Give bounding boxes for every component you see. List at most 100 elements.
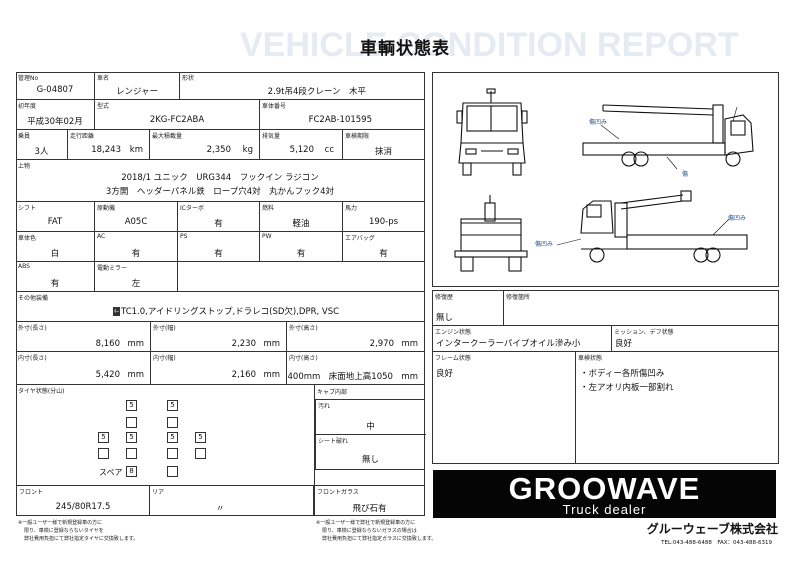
turbo-cell: ICターボ 有 xyxy=(178,202,260,232)
truck-side-view-left xyxy=(580,190,748,263)
pointer-scratch-1 xyxy=(666,156,678,170)
glass-note: ※一般ユーザー様で弊社で新規登録車の方に 限り、車検に登録ならないガラスの場合は… xyxy=(316,519,436,543)
cab-inner: 汚れ 中 シート破れ 無し xyxy=(315,399,426,470)
tire-note-line-3: 弊社費用負担にて弊社指定タイヤに交換致します。 xyxy=(24,536,139,542)
name-value: レンジャー xyxy=(115,87,159,97)
spec-blank-cell xyxy=(178,262,425,292)
ac-value: 有 xyxy=(131,249,141,259)
tire-cell: タイヤ状態(分山) xyxy=(16,385,314,486)
mgmt-label: 管理No xyxy=(18,75,39,82)
shift-value: FAT xyxy=(47,217,63,227)
glass-cell: フロントガラス 飛び石有 xyxy=(314,486,425,516)
inner-width-cell: 内寸(幅) 2,160 mm xyxy=(151,352,287,385)
color-label: 車体色 xyxy=(18,235,37,242)
engine-condition-cell: エンジン状態 インタークーラーパイプオイル滲み小 xyxy=(432,326,612,352)
abs-label: ABS xyxy=(18,263,30,270)
shift-label: シフト xyxy=(18,205,37,212)
shape-label: 形状 xyxy=(182,75,195,82)
outer-length-unit: mm xyxy=(127,339,144,349)
front-tire-size: 245/80R17.5 xyxy=(55,502,111,512)
tire-note: ※一般ユーザー様で新規登録車の方に 限り、車検に登録ならないタイヤを 弊社費用負… xyxy=(18,519,138,543)
tire-note-line-1: ※一般ユーザー様で新規登録車の方に xyxy=(18,520,103,526)
name-cell: 車名 レンジャー xyxy=(95,72,180,100)
mileage-label: 走行距離 xyxy=(70,133,95,140)
tire-diagram: 5 5 5 5 5 5 スペア 8 xyxy=(95,398,206,483)
truck-side-view-right xyxy=(582,104,754,167)
inner-width-value: 2,160 xyxy=(231,370,256,380)
body-condition-item-1: ・ボディー各所傷凹み xyxy=(580,369,665,379)
airbag-cell: エアバッグ 有 xyxy=(343,232,425,262)
inner-length-cell: 内寸(長さ) 5,420 mm xyxy=(16,352,151,385)
engine-condition-value: インタークーラーパイプオイル滲み小 xyxy=(436,339,581,349)
pw-label: PW xyxy=(262,233,272,240)
dent-label-1: 傷凹み xyxy=(589,119,608,126)
inspection-cell: 車検期限 抹消 xyxy=(343,130,425,160)
load-value: 2,350 xyxy=(206,145,231,155)
rear-tire-cell: リア 〃 xyxy=(150,486,314,516)
outer-height-cell: 外寸(高さ) 2,970 mm xyxy=(287,322,425,352)
color-value: 白 xyxy=(50,249,60,259)
chassis-label: 車体番号 xyxy=(262,103,287,110)
abs-value: 有 xyxy=(50,279,60,289)
body-condition-label: 車検状態 xyxy=(578,355,603,362)
displacement-value: 5,120 xyxy=(289,145,314,155)
reg-label: 初年度 xyxy=(18,103,37,110)
cab-label: キャブ内部 xyxy=(317,389,348,396)
color-cell: 車体色 白 xyxy=(16,232,95,262)
company-name: グルーウェーブ株式会社 xyxy=(646,522,778,536)
vehicle-diagram-panel: 傷凹み 傷 傷凹み 傷凹み xyxy=(432,72,779,287)
repair-parts-cell: 修復箇所 xyxy=(504,290,779,326)
inner-length-value: 5,420 xyxy=(95,370,120,380)
tire-rear-inner-right: 5 xyxy=(167,432,178,443)
shape-value: 2.9t吊4段クレーン 木平 xyxy=(267,87,366,97)
front-tire-cell: フロント 245/80R17.5 xyxy=(16,486,150,516)
tear-value: 無し xyxy=(361,455,379,465)
outer-width-unit: mm xyxy=(263,339,280,349)
reg-value: 平成30年02月 xyxy=(27,117,83,127)
tire-blank-1 xyxy=(126,417,137,428)
model-cell: 型式 2KG-FC2ABA xyxy=(95,100,260,130)
load-cell: 最大積載量 2,350 kg xyxy=(150,130,260,160)
glass-note-line-2: 限り、車検に登録ならないガラスの場合は xyxy=(322,528,417,534)
pointer-dent-1 xyxy=(600,124,620,140)
equipment-line-2: 3方開 ヘッダーパネル鉄 ロープ穴4対 丸かんフック4対 xyxy=(105,187,335,197)
inner-length-label: 内寸(長さ) xyxy=(18,355,47,362)
truck-diagram xyxy=(454,88,754,272)
engine-model-cell: 原動機 A05C xyxy=(95,202,178,232)
tire-blank-6 xyxy=(195,448,206,459)
model-value: 2KG-FC2ABA xyxy=(149,115,205,125)
shift-cell: シフト FAT xyxy=(16,202,95,232)
ps-cell: PS 有 xyxy=(178,232,260,262)
scratch-label-1: 傷 xyxy=(682,171,689,178)
dent-label-2: 傷凹み xyxy=(728,215,747,222)
mileage-cell: 走行距離 18,243 km xyxy=(68,130,150,160)
equipment-cell: 上物 2018/1 ユニック URG344 フックイン ラジコン 3方開 ヘッダ… xyxy=(16,160,425,202)
dent-label-3: 傷凹み xyxy=(535,241,554,248)
fuel-label: 燃料 xyxy=(262,205,275,212)
inner-height-value: 400mm 床面地上高1050 mm xyxy=(287,372,418,382)
other-equipment-label: その他装備 xyxy=(18,295,49,302)
outer-length-cell: 外寸(長さ) 8,160 mm xyxy=(16,322,151,352)
inner-height-cell: 内寸(高さ) 400mm 床面地上高1050 mm xyxy=(287,352,425,385)
repair-history-value: 無し xyxy=(436,313,454,323)
displacement-unit: cc xyxy=(324,145,334,155)
mission-condition-label: ミッション、デフ状態 xyxy=(614,329,674,336)
repair-history-label: 修復歴 xyxy=(435,294,454,301)
tire-front-left: 5 xyxy=(126,400,137,411)
pointer-dent-3 xyxy=(556,238,582,246)
horsepower-cell: 馬力 190-ps xyxy=(343,202,425,232)
turbo-value: 有 xyxy=(214,219,223,229)
tire-rear-outer-right: 5 xyxy=(195,432,206,443)
outer-width-value: 2,230 xyxy=(231,339,256,349)
body-condition-cell: 車検状態 ・ボディー各所傷凹み ・左アオリ内板一部割れ xyxy=(576,352,779,464)
truck-rear-view xyxy=(454,195,528,272)
inner-length-unit: mm xyxy=(127,370,144,380)
tire-blank-3 xyxy=(98,448,109,459)
tire-spare: 8 xyxy=(126,466,137,477)
tire-blank-2 xyxy=(167,417,178,428)
horsepower-label: 馬力 xyxy=(345,205,358,212)
inner-height-label: 内寸(高さ) xyxy=(289,355,318,362)
pw-value: 有 xyxy=(296,249,306,259)
